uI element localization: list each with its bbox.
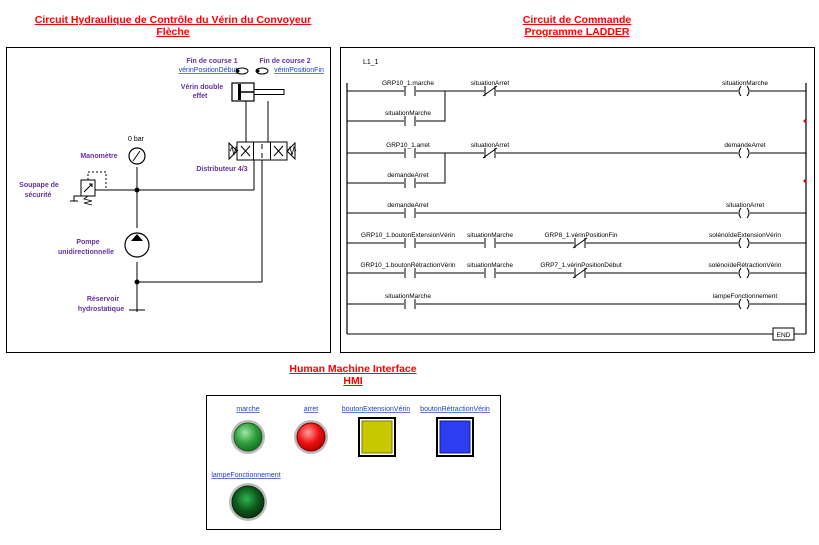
coil-situation-arret[interactable]: situationArret xyxy=(726,202,764,219)
contact-nc-verin-position-debut[interactable]: GRP7_1.vérinPositionDébut xyxy=(540,262,622,279)
contact-bouton-retraction[interactable]: GRP10_1.boutonRétractionVérin xyxy=(360,262,456,278)
coil-situation-marche[interactable]: situationMarche xyxy=(722,80,768,97)
contact-label: GRP10_1.marche xyxy=(382,80,434,87)
contact-label: GRP7_1.vérinPositionDébut xyxy=(540,262,621,269)
contact-label: GRP10_1.boutonRétractionVérin xyxy=(360,262,455,269)
contact-nc-situation-arret-1[interactable]: situationArret xyxy=(471,80,509,97)
arret-button-icon xyxy=(296,422,326,452)
coil-label: demandeArret xyxy=(724,142,765,149)
hydraulic-title: Circuit Hydraulique de Contrôle du Vérin… xyxy=(6,14,340,38)
lamp-label: lampeFonctionnement xyxy=(211,472,280,479)
ladder-program-label: L1_1 xyxy=(363,59,379,66)
coil-label: situationArret xyxy=(726,202,764,209)
ladder-title: Circuit de Commande Programme LADDER xyxy=(470,14,684,38)
hmi-title-line2: HMI xyxy=(343,375,363,387)
limit-switch-1-var: vérinPositionDébut xyxy=(179,67,238,74)
contact-label: situationArret xyxy=(471,80,509,87)
contact-label: situationMarche xyxy=(467,262,513,269)
bouton-retraction-verin[interactable]: boutonRétractionVérin xyxy=(420,406,490,457)
limit-switch-1[interactable]: Fin de course 1 vérinPositionDébut xyxy=(179,58,249,75)
coil-label: solénoïdeRétractionVérin xyxy=(709,262,782,269)
reservoir-label-2: hydrostatique xyxy=(78,306,124,313)
coil-label: lampeFonctionnement xyxy=(713,293,778,300)
ladder-title-line2: Programme LADDER xyxy=(524,26,630,38)
manometer-label: Manomètre xyxy=(80,153,117,160)
pump-label-1: Pompe xyxy=(76,239,99,246)
contact-label: demandeArret xyxy=(387,172,428,179)
relief-label-2: sécurité xyxy=(25,192,52,199)
contact-arret[interactable]: GRP10_1.arret xyxy=(386,142,430,158)
contact-situation-marche-hold[interactable]: situationMarche xyxy=(385,110,431,126)
hydraulic-lines xyxy=(93,101,269,312)
distributor-4-3[interactable]: Distributeur 4/3 xyxy=(196,141,297,173)
coil-solenoide-retraction[interactable]: solénoïdeRétractionVérin xyxy=(709,262,782,279)
retraction-label: boutonRétractionVérin xyxy=(420,406,490,413)
ladder-panel: L1_1 END GRP10_1.marc xyxy=(340,47,815,353)
distributor-label: Distributeur 4/3 xyxy=(196,166,247,173)
reservoir-label-1: Réservoir xyxy=(87,296,120,303)
limit-switch-2-var: vérinPositionFin xyxy=(274,67,324,74)
limit-switch-2-icon xyxy=(255,67,269,75)
contact-label: GRP8_1.vérinPositionFin xyxy=(545,232,618,239)
relief-valve: Soupape de sécurité xyxy=(19,171,107,206)
contact-nc-situation-arret-2[interactable]: situationArret xyxy=(471,142,509,159)
limit-switch-1-icon xyxy=(235,67,249,75)
extension-label: boutonExtensionVérin xyxy=(342,406,411,413)
pump-label-2: unidirectionnelle xyxy=(58,249,114,256)
marche-button[interactable]: marche xyxy=(231,406,265,454)
contact-situation-marche-lamp[interactable]: situationMarche xyxy=(385,293,431,309)
cylinder-label-1: Vérin double xyxy=(181,84,224,91)
contact-nc-verin-position-fin[interactable]: GRP8_1.vérinPositionFin xyxy=(545,232,618,249)
contact-bouton-extension[interactable]: GRP10_1.boutonExtensionVérin xyxy=(361,232,455,248)
relief-label-1: Soupape de xyxy=(19,182,59,189)
retraction-button-icon xyxy=(439,420,471,454)
contact-label: situationArret xyxy=(471,142,509,149)
contact-label: situationMarche xyxy=(467,232,513,239)
limit-switch-2-label: Fin de course 2 xyxy=(259,58,310,65)
lamp-icon xyxy=(231,485,265,519)
coil-demande-arret[interactable]: demandeArret xyxy=(724,142,766,159)
arret-label: arret xyxy=(304,406,318,413)
contact-demande-arret-hold[interactable]: demandeArret xyxy=(387,172,429,188)
marche-label: marche xyxy=(236,406,259,413)
bouton-extension-verin[interactable]: boutonExtensionVérin xyxy=(342,406,411,457)
ladder-elements: GRP10_1.marche situationMarche situation… xyxy=(360,80,782,310)
lampe-fonctionnement: lampeFonctionnement xyxy=(211,472,281,521)
hmi-title: Human Machine Interface HMI xyxy=(243,363,463,387)
coil-solenoide-extension[interactable]: solénoïdeExtensionVérin xyxy=(709,232,781,249)
hmi-title-line1: Human Machine Interface xyxy=(289,363,417,375)
ladder-title-line1: Circuit de Commande xyxy=(522,14,632,26)
arret-button[interactable]: arret xyxy=(294,406,328,454)
pump-icon xyxy=(124,232,150,258)
contact-marche[interactable]: GRP10_1.marche xyxy=(382,80,434,96)
reservoir: Réservoir hydrostatique xyxy=(78,296,124,313)
contact-situation-marche-ext[interactable]: situationMarche xyxy=(467,232,513,248)
double-acting-cylinder: Vérin double effet xyxy=(181,82,285,102)
marche-button-icon xyxy=(233,422,263,452)
hydraulic-panel: Fin de course 1 vérinPositionDébut Fin d… xyxy=(6,47,331,353)
contact-label: demandeArret xyxy=(387,202,428,209)
extension-button-icon xyxy=(361,420,393,454)
contact-demande-arret[interactable]: demandeArret xyxy=(387,202,429,218)
end-label: END xyxy=(777,332,791,339)
limit-switch-2[interactable]: Fin de course 2 vérinPositionFin xyxy=(255,58,324,75)
contact-label: GRP10_1.boutonExtensionVérin xyxy=(361,232,455,239)
cylinder-label-2: effet xyxy=(193,93,208,100)
coil-label: situationMarche xyxy=(722,80,768,87)
contact-label: situationMarche xyxy=(385,110,431,117)
pump: Pompe unidirectionnelle xyxy=(58,232,150,258)
contact-situation-marche-ret[interactable]: situationMarche xyxy=(467,262,513,278)
hydraulic-title-line1: Circuit Hydraulique de Contrôle du Vérin… xyxy=(34,14,312,26)
contact-label: situationMarche xyxy=(385,293,431,300)
hydraulic-title-line2: Flèche xyxy=(156,26,190,38)
hmi-panel: marche arret boutonExtensionVérin bouton… xyxy=(206,395,501,530)
manometer: 0 bar Manomètre xyxy=(80,136,146,165)
coil-lampe-fonctionnement[interactable]: lampeFonctionnement xyxy=(713,293,778,310)
limit-switch-1-label: Fin de course 1 xyxy=(186,58,237,65)
gauge-value: 0 bar xyxy=(128,136,145,143)
coil-label: solénoïdeExtensionVérin xyxy=(709,232,781,239)
contact-label: GRP10_1.arret xyxy=(386,142,430,149)
